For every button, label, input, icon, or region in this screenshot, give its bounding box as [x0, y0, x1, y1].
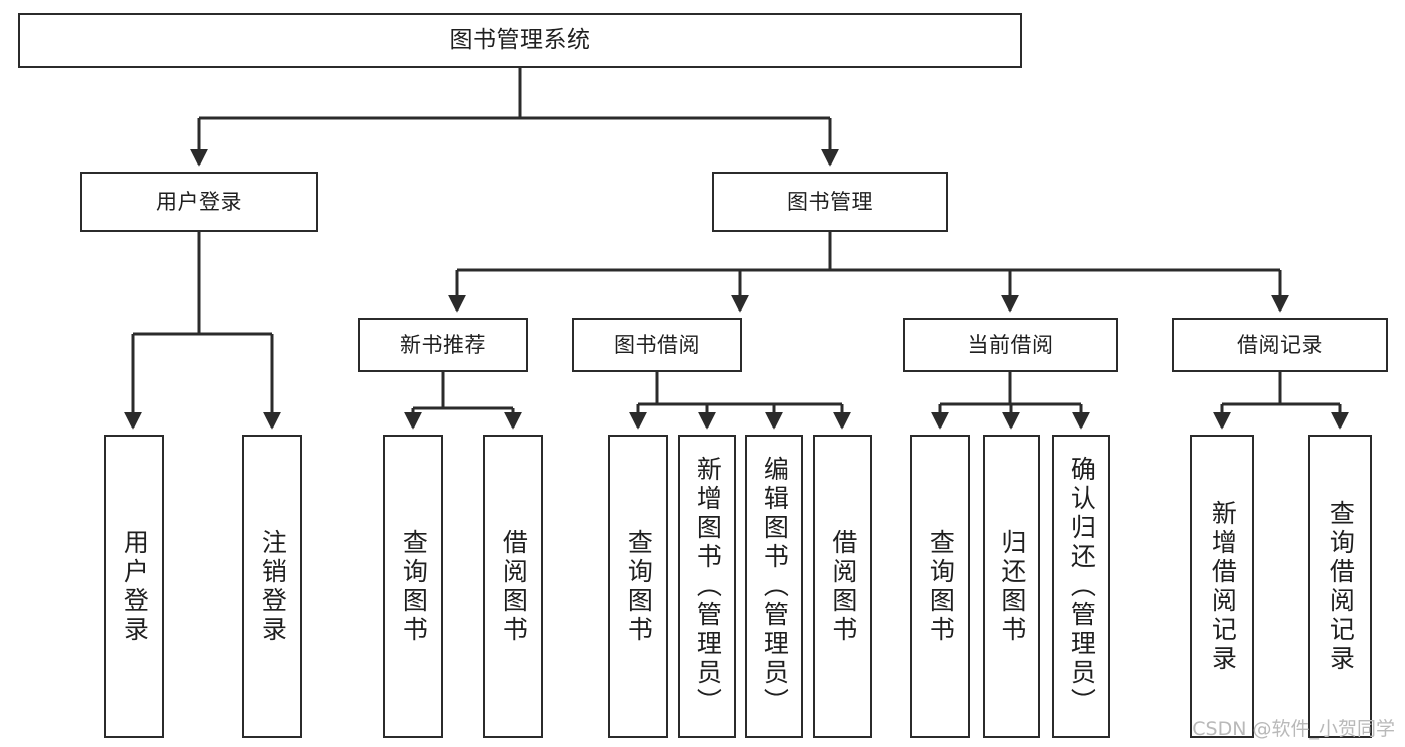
node-label: 借阅图书 — [828, 528, 858, 645]
node-label: 当前借阅 — [967, 332, 1054, 357]
node-label: 图书借阅 — [614, 332, 700, 357]
leaf-confirm-return-admin[interactable]: 确认归还（管理员） — [1052, 435, 1110, 738]
node-current-borrow[interactable]: 当前借阅 — [903, 318, 1118, 372]
node-label: 查询图书 — [926, 528, 956, 645]
leaf-return-book[interactable]: 归还图书 — [983, 435, 1040, 738]
node-label: 查询图书 — [399, 528, 429, 645]
node-label: 图书管理系统 — [449, 26, 591, 53]
node-new-book-recommend[interactable]: 新书推荐 — [358, 318, 528, 372]
leaf-borrow-book-newbook[interactable]: 借阅图书 — [483, 435, 543, 738]
leaf-add-borrow-record[interactable]: 新增借阅记录 — [1190, 435, 1254, 738]
node-label: 编辑图书（管理员） — [760, 456, 790, 717]
csdn-watermark: CSDN @软件_小贺同学 — [1192, 718, 1395, 740]
node-root-system[interactable]: 图书管理系统 — [18, 13, 1022, 68]
leaf-add-book-admin[interactable]: 新增图书（管理员） — [678, 435, 736, 738]
leaf-query-book-current[interactable]: 查询图书 — [910, 435, 970, 738]
leaf-borrow-book-borrow[interactable]: 借阅图书 — [813, 435, 872, 738]
leaf-query-book-newbook[interactable]: 查询图书 — [383, 435, 443, 738]
leaf-user-login[interactable]: 用户登录 — [104, 435, 164, 738]
node-label: 查询借阅记录 — [1326, 499, 1356, 674]
node-label: 借阅图书 — [499, 528, 529, 645]
node-book-management[interactable]: 图书管理 — [712, 172, 948, 232]
leaf-query-book-borrow[interactable]: 查询图书 — [608, 435, 668, 738]
leaf-query-borrow-record[interactable]: 查询借阅记录 — [1308, 435, 1372, 738]
node-borrow-record[interactable]: 借阅记录 — [1172, 318, 1388, 372]
node-label: 用户登录 — [120, 528, 150, 645]
node-label: 归还图书 — [997, 528, 1027, 645]
node-label: 查询图书 — [624, 528, 654, 645]
node-book-borrow[interactable]: 图书借阅 — [572, 318, 742, 372]
node-label: 注销登录 — [258, 528, 288, 645]
node-label: 用户登录 — [156, 189, 242, 214]
node-user-login[interactable]: 用户登录 — [80, 172, 318, 232]
leaf-user-logout[interactable]: 注销登录 — [242, 435, 302, 738]
leaf-edit-book-admin[interactable]: 编辑图书（管理员） — [745, 435, 803, 738]
node-label: 新增借阅记录 — [1208, 499, 1238, 674]
node-label: 新增图书（管理员） — [693, 456, 723, 717]
node-label: 借阅记录 — [1237, 332, 1323, 357]
node-label: 新书推荐 — [400, 332, 486, 357]
node-label: 图书管理 — [787, 189, 873, 214]
node-label: 确认归还（管理员） — [1067, 456, 1097, 717]
